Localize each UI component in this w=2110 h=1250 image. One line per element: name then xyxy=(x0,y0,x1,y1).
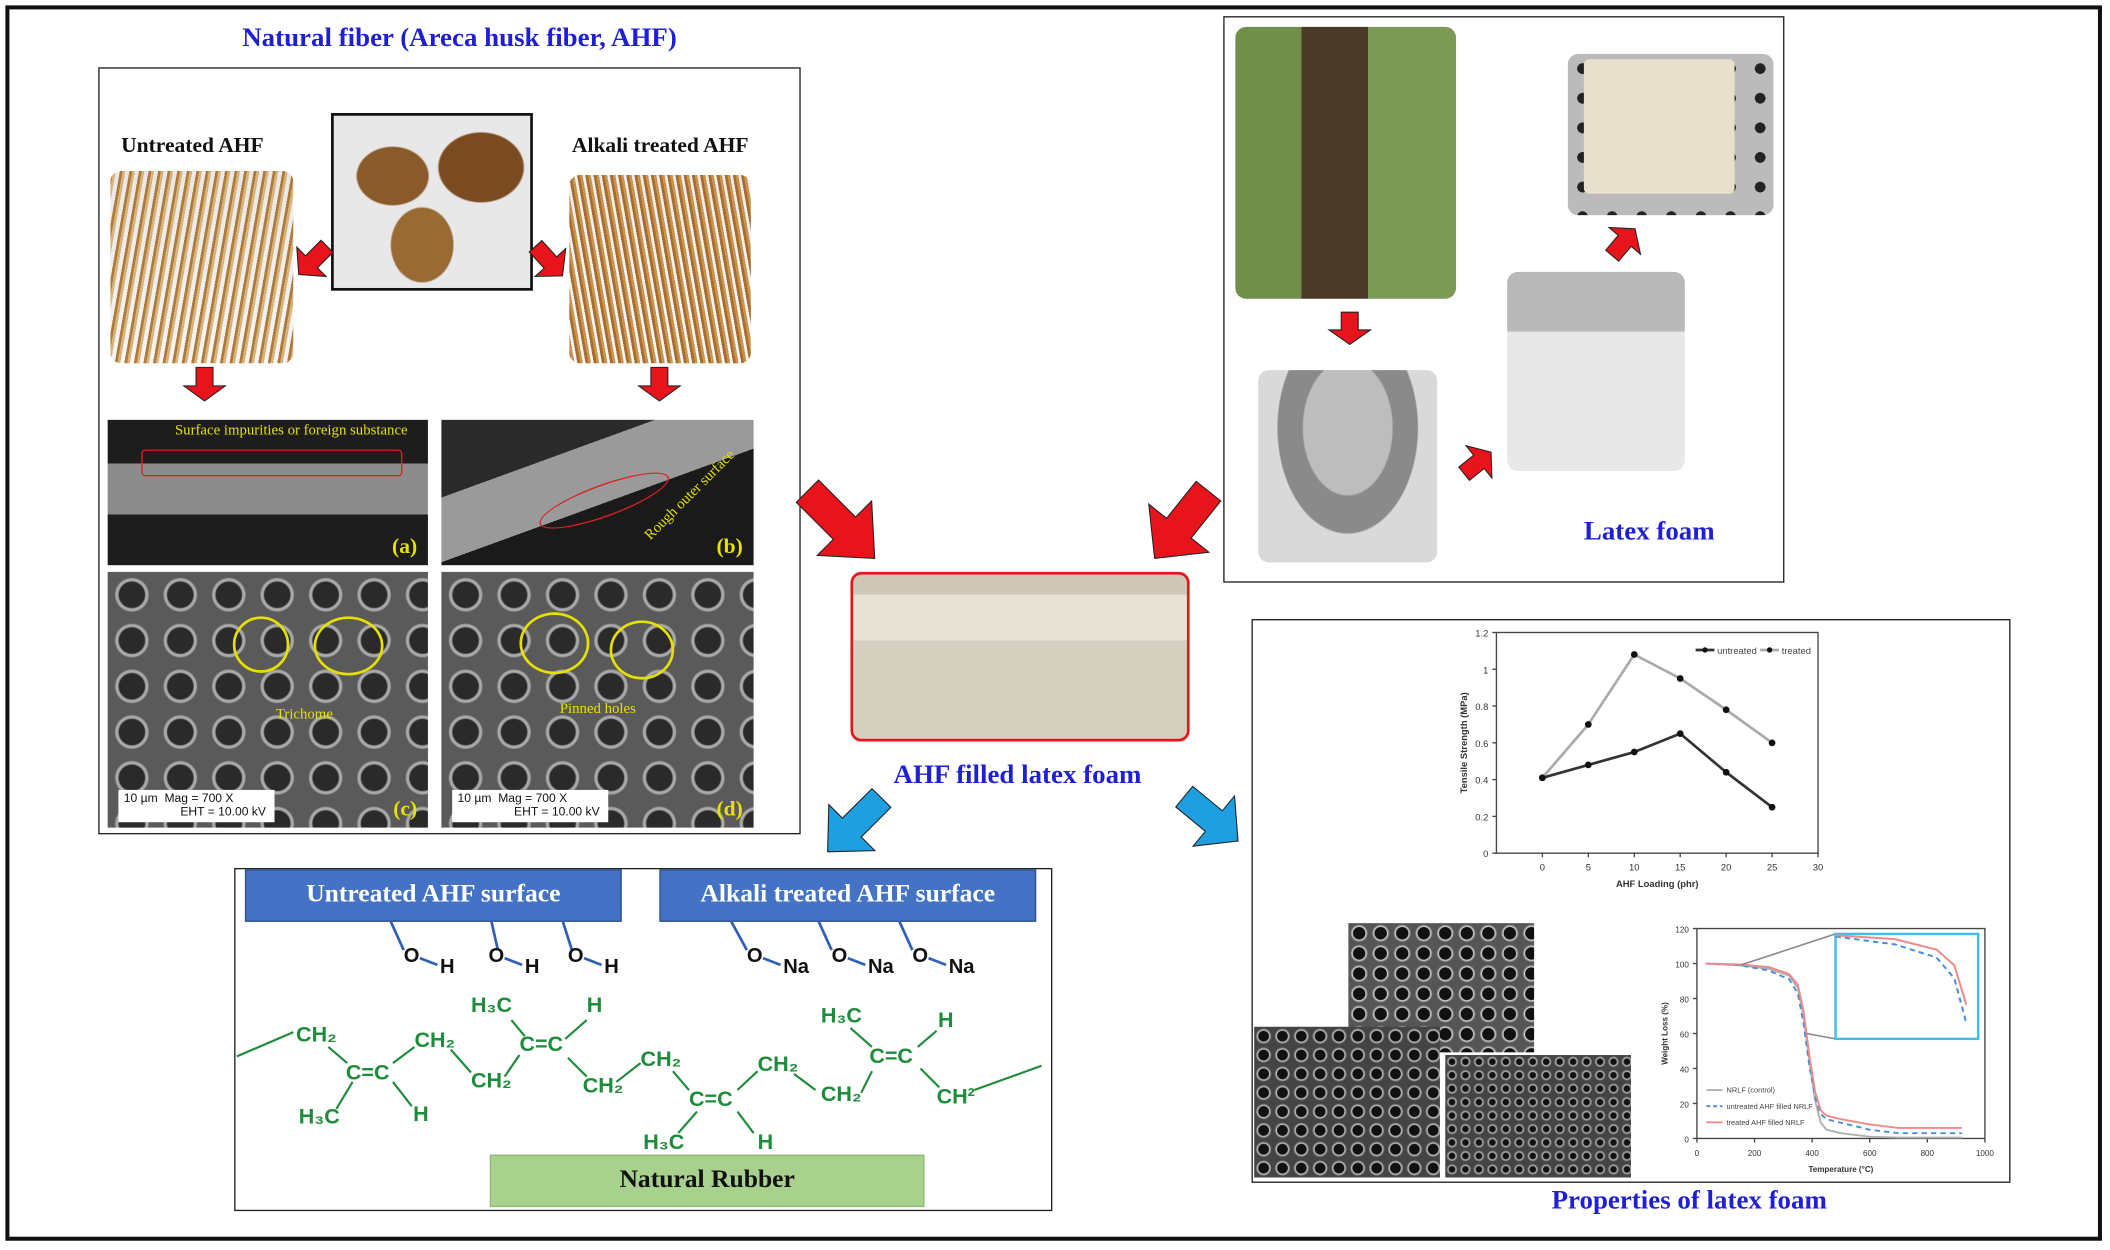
ahf-filled-latex-foam-label: AHF filled latex foam xyxy=(893,760,1142,790)
mixer-photo xyxy=(1258,370,1438,563)
pinned-hole-circle xyxy=(519,612,590,675)
scale-label: 10 µm xyxy=(457,791,492,805)
eht-label: EHT = 10.00 kV xyxy=(514,804,600,819)
pinned-hole-circle xyxy=(609,620,675,680)
latex-foam-block-photo xyxy=(1567,53,1774,216)
latex-foam-label: Latex foam xyxy=(1583,516,1715,547)
rubber-tapping-photo xyxy=(1235,26,1457,299)
trichome-circle xyxy=(313,616,384,676)
natural-rubber-label: Natural Rubber xyxy=(489,1154,925,1208)
sem-image-b: Rough outer surface (b) xyxy=(441,419,754,566)
sem-d-letter: (d) xyxy=(716,798,743,821)
outer-frame xyxy=(5,5,2102,1241)
sem-a-letter: (a) xyxy=(392,535,418,559)
areca-husk-photo xyxy=(331,113,533,291)
ahf-latex-foam-photo xyxy=(850,571,1190,742)
sem-a-annotation: Surface impurities or foreign substance xyxy=(174,422,408,439)
trichome-circle xyxy=(232,616,290,673)
sem-b-letter: (b) xyxy=(716,535,743,559)
treated-ahf-label: Alkali treated AHF xyxy=(571,134,749,158)
sem-c-letter: (c) xyxy=(393,798,418,821)
chemistry-panel xyxy=(234,867,1053,1212)
sem-d-annotation: Pinned holes xyxy=(559,701,636,718)
untreated-ahf-label: Untreated AHF xyxy=(121,134,264,158)
properties-label: Properties of latex foam xyxy=(1551,1185,1827,1216)
pouring-latex-photo xyxy=(1507,271,1685,471)
untreated-fiber-photo xyxy=(110,170,294,364)
eht-label: EHT = 10.00 kV xyxy=(180,804,266,819)
sem-c-annotation: Trichome xyxy=(275,706,333,723)
foam-sem-treated xyxy=(1445,1055,1631,1178)
mag-label: Mag = 700 X xyxy=(164,791,234,805)
treated-fiber-photo xyxy=(569,174,751,364)
natural-fiber-title: Natural fiber (Areca husk fiber, AHF) xyxy=(242,22,677,53)
untreated-surface-header: Untreated AHF surface xyxy=(244,869,622,922)
treated-surface-header: Alkali treated AHF surface xyxy=(659,869,1037,922)
scale-label: 10 µm xyxy=(123,791,158,805)
sem-image-a: Surface impurities or foreign substance … xyxy=(107,419,428,566)
sem-b-annotation: Rough outer surface xyxy=(641,447,738,544)
foam-block xyxy=(1583,59,1735,194)
impurity-highlight xyxy=(141,449,403,477)
foam-sem-untreated xyxy=(1254,1026,1440,1178)
mag-label: Mag = 700 X xyxy=(498,791,568,805)
